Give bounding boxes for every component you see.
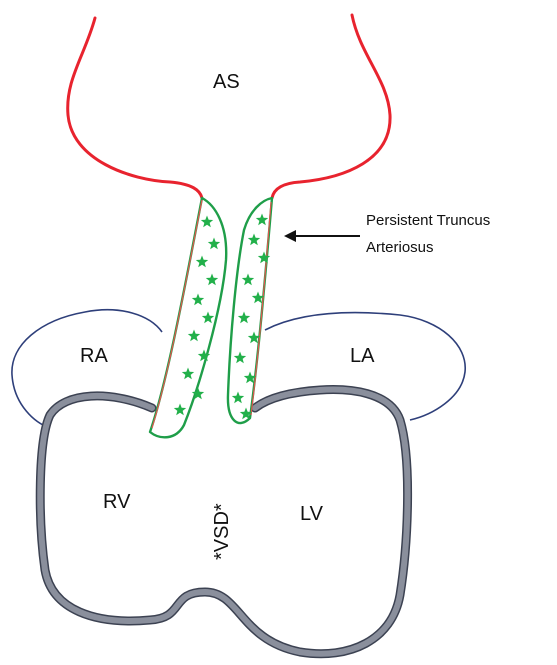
label-vsd: *VSD*	[211, 503, 233, 560]
right-atrium-outline	[12, 310, 162, 428]
annotation-arrow-head	[284, 230, 296, 242]
label-ra: RA	[80, 345, 108, 367]
truncus-right-limb	[228, 198, 272, 423]
label-as: AS	[213, 71, 240, 93]
label-rv: RV	[103, 491, 131, 513]
label-lv: LV	[300, 503, 324, 525]
truncus-left-limb	[150, 198, 226, 437]
annotation-line-2: Arteriosus	[366, 239, 434, 256]
aortic-sac-outline	[68, 15, 390, 198]
label-la: LA	[350, 345, 375, 367]
annotation-line-1: Persistent Truncus	[366, 212, 490, 229]
